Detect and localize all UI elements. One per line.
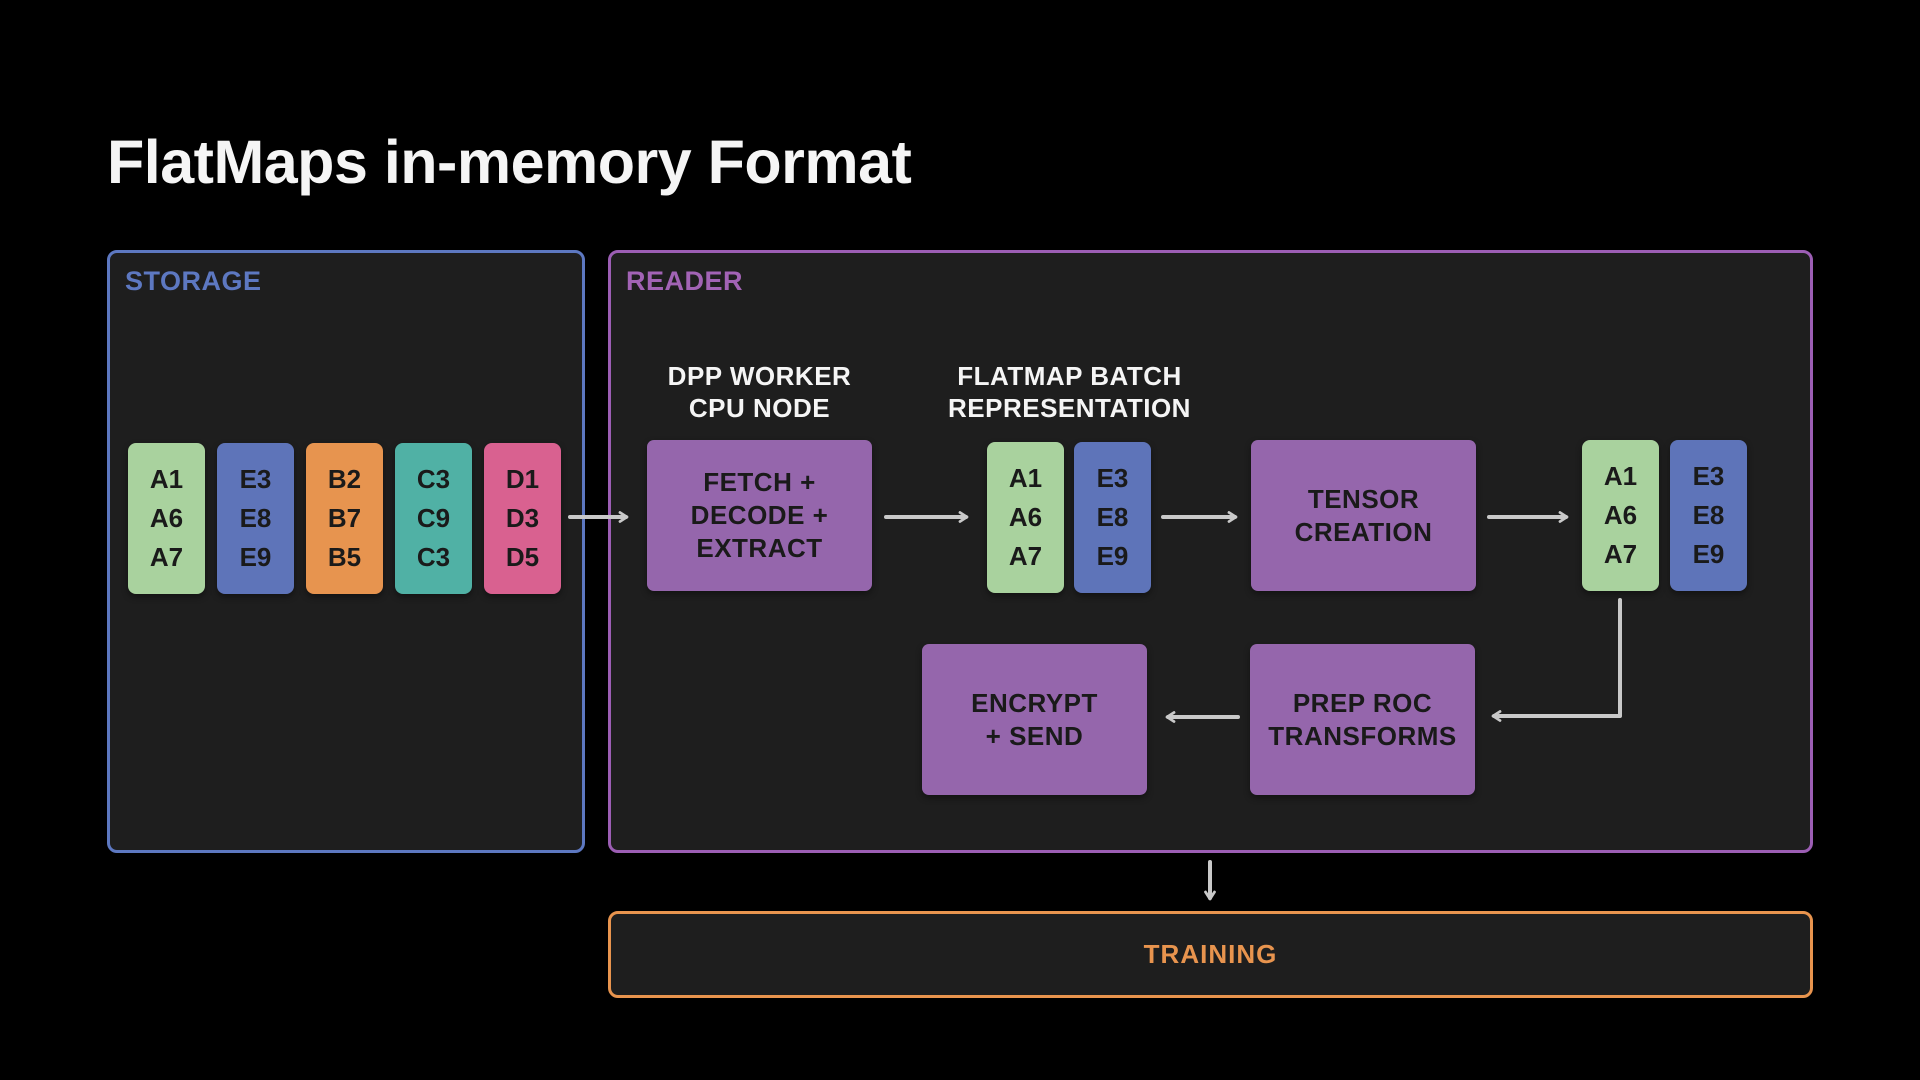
block-line: D1 — [505, 464, 540, 494]
block-line: E9 — [1692, 539, 1725, 569]
training-panel: TRAINING — [608, 911, 1813, 998]
block-line: A1 — [1603, 461, 1638, 491]
node-line: TRANSFORMS — [1268, 720, 1457, 751]
block-line: A6 — [1603, 500, 1638, 530]
node-line: PREP ROC — [1292, 687, 1433, 718]
storage-panel-label: STORAGE — [125, 266, 262, 296]
block-line: E8 — [1692, 500, 1725, 530]
annotation-line: REPRESENTATION — [948, 393, 1191, 423]
node-line: FETCH + — [703, 467, 816, 497]
block-line: A6 — [149, 503, 184, 533]
tensor-creation-node: TENSOR CREATION — [1251, 440, 1476, 591]
block-line: E8 — [239, 503, 272, 533]
node-line: TENSOR — [1307, 483, 1420, 514]
reader-panel-label: READER — [626, 266, 744, 296]
storage-block-a: A1 A6 A7 — [128, 443, 205, 594]
storage-block-e: E3 E8 E9 — [217, 443, 294, 594]
annotation-line: FLATMAP BATCH — [957, 361, 1182, 391]
flatmap-batch-annotation: FLATMAP BATCH REPRESENTATION — [947, 360, 1192, 424]
encrypt-send-node: ENCRYPT + SEND — [922, 644, 1147, 795]
storage-block-c: C3 C9 C3 — [395, 443, 472, 594]
output-block-e: E3 E8 E9 — [1670, 440, 1747, 591]
storage-block-b: B2 B7 B5 — [306, 443, 383, 594]
annotation-line: DPP WORKER — [667, 361, 852, 391]
prep-roc-transforms-node: PREP ROC TRANSFORMS — [1250, 644, 1475, 795]
training-panel-label: TRAINING — [1143, 939, 1278, 969]
batch-block-e: E3 E8 E9 — [1074, 442, 1151, 593]
storage-block-d: D1 D3 D5 — [484, 443, 561, 594]
batch-block-a: A1 A6 A7 — [987, 442, 1064, 593]
block-line: E3 — [239, 464, 272, 494]
block-line: E8 — [1096, 502, 1129, 532]
output-block-a: A1 A6 A7 — [1582, 440, 1659, 591]
block-line: A7 — [1603, 539, 1638, 569]
node-line: + SEND — [985, 720, 1084, 751]
block-line: A1 — [1008, 463, 1043, 493]
fetch-decode-extract-node: FETCH + DECODE + EXTRACT — [647, 440, 872, 591]
block-line: C3 — [416, 542, 451, 572]
block-line: D3 — [505, 503, 540, 533]
block-line: E9 — [1096, 541, 1129, 571]
block-line: B7 — [327, 503, 362, 533]
node-line: EXTRACT — [696, 533, 823, 563]
node-line: ENCRYPT — [971, 687, 1098, 718]
block-line: A6 — [1008, 502, 1043, 532]
node-line: DECODE + — [690, 500, 829, 530]
block-line: A1 — [149, 464, 184, 494]
block-line: E3 — [1096, 463, 1129, 493]
block-line: B5 — [327, 542, 362, 572]
block-line: E9 — [239, 542, 272, 572]
annotation-line: CPU NODE — [688, 393, 831, 423]
dpp-worker-annotation: DPP WORKER CPU NODE — [647, 360, 872, 424]
block-line: A7 — [1008, 541, 1043, 571]
block-line: C3 — [416, 464, 451, 494]
block-line: C9 — [416, 503, 451, 533]
block-line: A7 — [149, 542, 184, 572]
block-line: D5 — [505, 542, 540, 572]
block-line: E3 — [1692, 461, 1725, 491]
page-title: FlatMaps in-memory Format — [107, 127, 912, 196]
node-line: CREATION — [1294, 516, 1433, 547]
block-line: B2 — [327, 464, 362, 494]
